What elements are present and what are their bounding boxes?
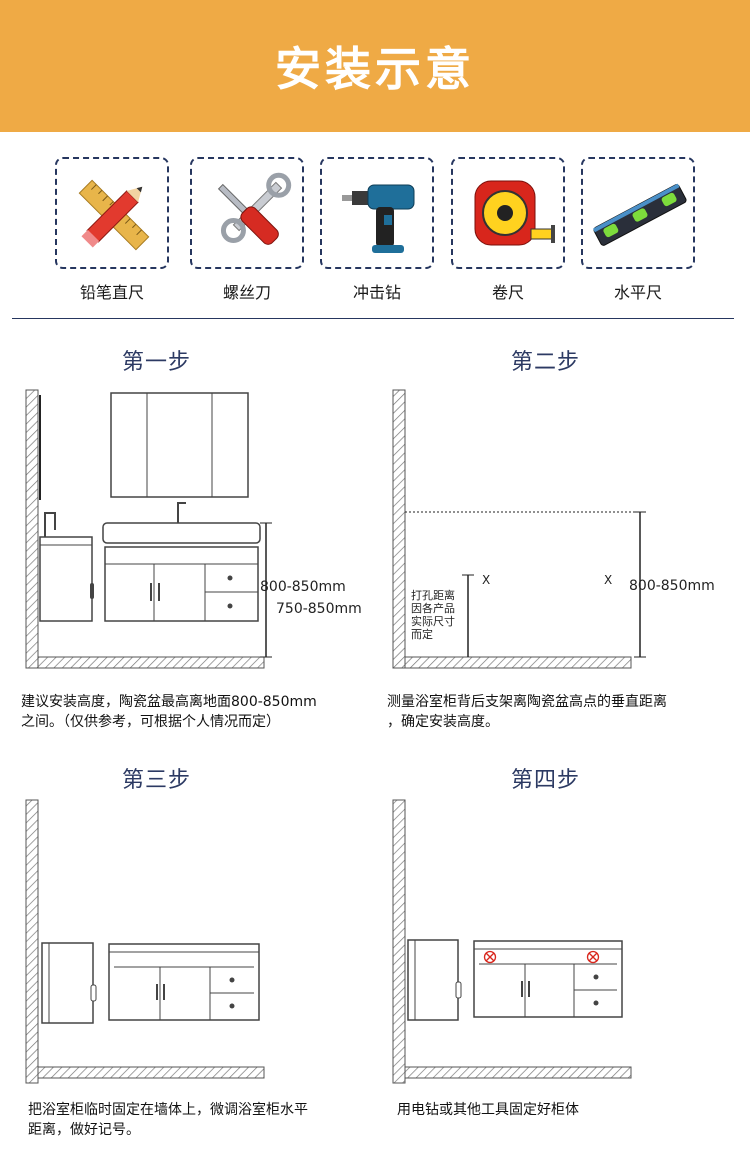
tool-label-screwdriver: 螺丝刀 [222,283,271,302]
step-1-caption-line-2: 之间。（仅供参考，可根据个人情况而定） [21,714,280,730]
floor [404,656,632,669]
vanity-cabinet [104,546,259,622]
step-4-title: 第四步 [511,768,581,793]
step-4-caption: 用电钻或其他工具固定好柜体 [397,1100,579,1120]
step-1-title: 第一步 [122,350,192,375]
floor [37,656,265,669]
vanity-cabinet [473,940,623,1018]
x-mark-right: X [604,573,612,587]
step-3-caption-line-1: 把浴室柜临时固定在墙体上，微调浴室柜水平 [28,1102,308,1118]
faucet [177,502,186,523]
side-cabinet [407,939,459,1021]
tool-card-spirit-level [581,157,695,269]
step-3-caption-line-2: 距离，做好记号。 [28,1122,140,1138]
step-2-title: 第二步 [511,350,581,375]
note-line-1: 打孔距离 [411,588,455,602]
tool-label-pencil-ruler: 铅笔直尺 [79,283,144,302]
basin [102,522,261,544]
step-1-caption: 建议安装高度，陶瓷盆最高离地面800-850mm 之间。（仅供参考，可根据个人情… [21,692,317,732]
step-3-title: 第三步 [122,768,192,793]
step-2-caption-line-1: 测量浴室柜背后支架离陶瓷盆高点的垂直距离 [387,694,667,710]
screw-mark-left [483,950,497,964]
tool-card-tape-measure [451,157,565,269]
tool-label-impact-drill: 冲击钻 [352,283,401,302]
step-2-caption: 测量浴室柜背后支架离陶瓷盆高点的垂直距离 ，确定安装高度。 [387,692,667,732]
vanity-cabinet [108,943,260,1021]
page-title: 安装示意 [275,42,475,96]
step-2-diagram: X X 800-850mm 打孔距离 因各产品 实际尺寸 而定 [392,389,715,669]
floor [404,1066,632,1079]
note-line-2: 因各产品 [411,601,455,615]
wall [25,389,39,669]
header-banner: 安装示意 [0,0,750,132]
side-cabinet [39,536,93,622]
x-mark-left: X [482,573,490,587]
step-4-caption-line-1: 用电钻或其他工具固定好柜体 [397,1102,579,1118]
note-line-3: 实际尺寸 [411,614,455,628]
step-2-caption-line-2: ，确定安装高度。 [387,714,499,730]
tape-measure-icon [474,180,555,246]
pencil-ruler-icon [78,179,150,251]
wall [392,799,406,1084]
step-1-caption-line-1: 建议安装高度，陶瓷盆最高离地面800-850mm [21,694,317,710]
tool-card-impact-drill [320,157,434,269]
step-3-caption: 把浴室柜临时固定在墙体上，微调浴室柜水平 距离，做好记号。 [28,1100,308,1140]
tool-label-tape-measure: 卷尺 [491,283,524,302]
tool-label-spirit-level: 水平尺 [613,283,662,302]
step-1-dim-basin: 800-850mm [260,579,346,595]
screwdriver-wrench-icon [217,172,292,245]
floor [37,1066,265,1079]
step-1-diagram: 800-850mm 750-850mm [25,389,362,669]
note-line-4: 而定 [411,627,433,641]
step-4-diagram [392,799,632,1084]
side-cabinet [41,942,94,1024]
step-1-dim-cabinet: 750-850mm [276,601,362,617]
tool-card-screwdriver [190,157,304,269]
screw-mark-right [586,950,600,964]
section-divider [12,318,734,319]
impact-drill-icon [342,184,415,253]
tool-card-pencil-ruler [55,157,169,269]
mirror-cabinet [110,392,249,498]
step-2-dim: 800-850mm [629,578,715,594]
step-3-diagram [25,799,265,1084]
wall [392,389,406,669]
spirit-level-icon [592,183,687,246]
wall [25,799,39,1084]
